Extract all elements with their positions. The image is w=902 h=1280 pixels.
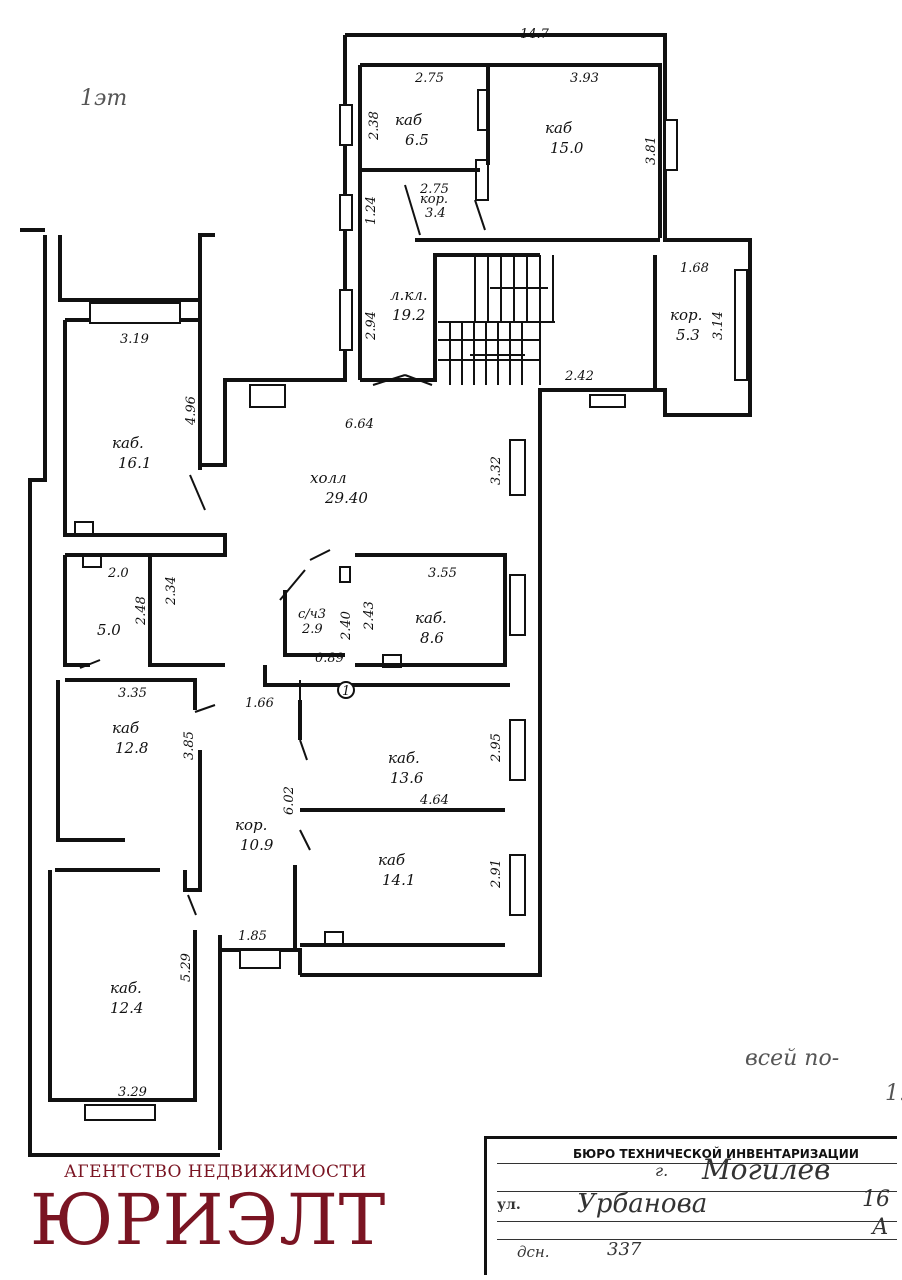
room-area: 12.8 [115,739,148,757]
room-area: 5.3 [676,326,700,344]
floor-handwriting: 1эт [80,86,127,111]
room-name: каб [112,719,140,737]
dimension: 2.34 [164,576,179,606]
dimension: 3.35 [118,686,147,701]
floor-plan: 1 1эт всей по- 1. 14.7 каб 6.5 каб 15.0 … [20,27,902,1157]
dimension: 3.85 [182,731,197,760]
stamp-street-label: ул. [497,1197,521,1213]
dimension: 2.94 [364,311,379,341]
room-area: 13.6 [390,769,424,787]
room-name: каб. [415,609,447,627]
room-area: 2.9 [301,622,323,637]
dimension: 0.89 [315,651,344,666]
section-marker: 1 [342,684,350,699]
dimension: 1.68 [680,261,709,276]
doors [79,89,489,916]
dimension: 3.32 [489,456,504,485]
room-name: каб. [110,979,142,997]
dimension: 1.66 [245,696,274,711]
dimension: 2.75 [419,182,449,197]
room-area: 15.0 [550,139,584,157]
dimension: 3.14 [711,311,726,340]
stamp-city: Могилев [702,1153,831,1186]
dimension: 2.0 [107,566,129,581]
dimension-labels: 2.75 3.93 2.38 3.81 2.75 1.24 2.94 1.68 … [107,71,726,1100]
dimension: 2.42 [564,369,594,384]
staircase [438,255,555,385]
dimension: 3.93 [570,71,599,86]
stamp-case-no: 337 [607,1239,642,1260]
dimension: 1.85 [238,929,267,944]
overall-dimension: 14.7 [520,27,550,42]
agency-tagline: АГЕНТСТВО НЕДВИЖИМОСТИ [64,1162,367,1182]
room-name: л.кл. [390,286,428,304]
dimension: 2.38 [367,111,382,141]
dimension: 2.75 [414,71,444,86]
room-name: с/ч3 [298,607,326,622]
stamp-city-prefix: г. [655,1161,669,1180]
room-area: 14.1 [382,871,415,889]
dimension: 2.95 [489,733,504,763]
dimension: 2.43 [362,601,377,631]
room-area: 12.4 [110,999,143,1017]
room-area: 29.40 [324,489,368,507]
dimension: 2.91 [489,859,504,889]
room-name: каб. [388,749,420,767]
inner-walls [48,63,662,1102]
dimension: 2.40 [339,611,354,641]
dimension: 3.81 [644,136,659,165]
agency-logo-text: ЮРИЭЛТ [30,1179,387,1261]
room-area: 19.2 [392,306,425,324]
dimension: 4.96 [184,396,199,426]
dimension: 3.55 [428,566,457,581]
room-name: кор. [235,816,267,834]
room-name: каб [378,851,406,869]
room-name: каб. [112,434,144,452]
dimension: 2.48 [134,596,149,626]
room-area: 16.1 [118,454,151,472]
dimension: 6.64 [345,417,374,432]
dimension: 3.19 [120,332,149,347]
room-name: кор. [420,192,448,207]
room-area: 8.6 [420,629,444,647]
dimension: 4.64 [419,793,449,808]
section-marker-circle [337,681,355,699]
room-name: холл [310,469,347,487]
stamp-title: БЮРО ТЕХНИЧЕСКОЙ ИНВЕНТАРИЗАЦИИ [573,1147,859,1161]
stamp-case-label: дсн. [517,1243,550,1261]
stamp-extra: А [872,1215,889,1240]
room-area: 3.4 [425,206,446,221]
room-name: каб [395,111,423,129]
room-area: 6.5 [405,131,429,149]
area-note-handwriting-2: 1. [885,1081,902,1106]
room-name: каб [545,119,573,137]
stamp-street: Урбановa [577,1189,708,1219]
room-name: кор. [670,306,702,324]
windows [84,104,748,1121]
room-area: 5.0 [97,621,121,639]
dimension: 6.02 [282,786,297,815]
area-note-handwriting: всей по- [745,1046,839,1071]
room-labels: каб 6.5 каб 15.0 кор. 3.4 л.кл. 19.2 кор… [97,111,702,1017]
dimension: 3.29 [118,1085,147,1100]
bti-stamp: БЮРО ТЕХНИЧЕСКОЙ ИНВЕНТАРИЗАЦИИ г. Могил… [484,1136,897,1275]
dimension: 5.29 [179,953,194,982]
heater-symbols [74,521,402,945]
room-area: 10.9 [240,836,274,854]
stamp-house: 16 [862,1187,890,1212]
dimension: 1.24 [364,196,379,225]
